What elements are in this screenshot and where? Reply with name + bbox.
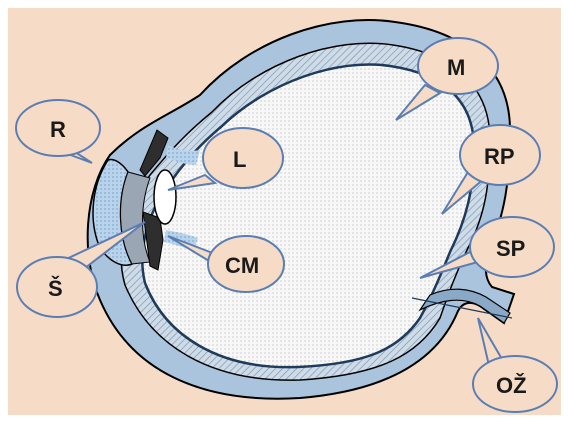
label-rp: RP bbox=[484, 144, 515, 169]
lens bbox=[154, 170, 176, 224]
label-cm: CM bbox=[225, 253, 259, 278]
label-s: Š bbox=[48, 276, 63, 301]
label-sp: SP bbox=[496, 236, 525, 261]
label-m: M bbox=[447, 55, 465, 80]
label-r: R bbox=[50, 117, 66, 142]
label-oz: OŽ bbox=[496, 373, 527, 398]
label-l: L bbox=[233, 147, 246, 172]
